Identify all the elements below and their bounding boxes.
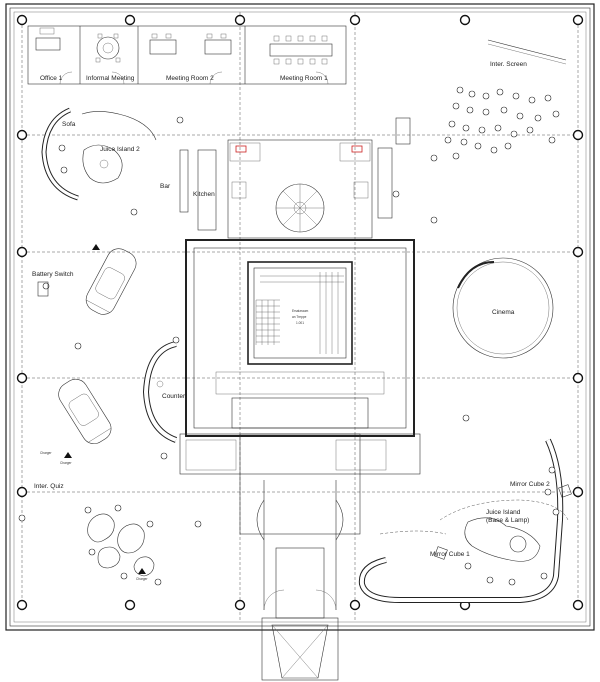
charger-label-3: Charger — [40, 451, 52, 455]
sofa-juice-island-2 — [41, 107, 157, 201]
inter-quiz-cluster — [18, 504, 202, 586]
car-displays — [58, 248, 137, 445]
svg-text:an Treppe: an Treppe — [292, 315, 307, 319]
juice-island-label-line2: (Base & Lamp) — [486, 517, 529, 524]
bar-label: Bar — [160, 183, 171, 190]
office-1-label: Office 1 — [40, 75, 63, 82]
service-core — [179, 117, 411, 239]
charger-label-1: Charger — [60, 461, 72, 465]
meeting-room-2-label: Meeting Room 2 — [166, 75, 214, 82]
counter-label: Counter — [162, 393, 186, 400]
svg-text:Ersatzraum: Ersatzraum — [292, 309, 309, 313]
outer-walls — [5, 3, 595, 681]
cinema — [452, 257, 554, 359]
informal-meeting-label: Informal Meeting — [86, 75, 135, 82]
inter-screen-label: Inter. Screen — [490, 61, 527, 68]
svg-text:1.001: 1.001 — [296, 321, 304, 325]
lobby — [179, 433, 421, 619]
counter — [142, 341, 178, 443]
mirror-cubes-juice-island — [358, 438, 572, 603]
inter-screen-audience — [430, 39, 567, 162]
columns — [16, 14, 584, 611]
juice-island-2-label: Juice Island 2 — [100, 146, 140, 153]
cinema-label: Cinema — [492, 309, 515, 316]
top-rooms — [27, 25, 347, 85]
kitchen-label: Kitchen — [193, 191, 215, 198]
equipment-markers — [37, 244, 146, 574]
inter-quiz-label: Inter. Quiz — [34, 483, 64, 490]
battery-switch-label: Battery Switch — [32, 271, 74, 278]
sofa-label: Sofa — [62, 121, 76, 128]
meeting-room-1-label: Meeting Room 1 — [280, 75, 328, 82]
mirror-cube-2-label: Mirror Cube 2 — [510, 481, 550, 488]
charger-label-2: Charger — [136, 577, 148, 581]
stair-core: Ersatzraum an Treppe 1.001 — [185, 239, 415, 437]
mirror-cube-1-label: Mirror Cube 1 — [430, 551, 470, 558]
labels: Office 1 Informal Meeting Meeting Room 2… — [32, 61, 550, 581]
scattered-people — [42, 116, 470, 460]
juice-island-label-line1: Juice Island — [486, 509, 521, 516]
